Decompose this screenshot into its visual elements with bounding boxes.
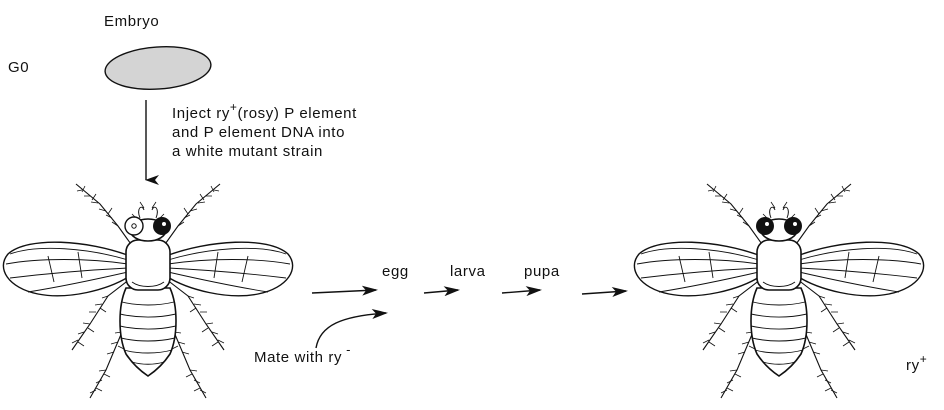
inject-superscript: + bbox=[230, 100, 238, 114]
dark-eye bbox=[153, 217, 171, 235]
inject-text-line3: a white mutant strain bbox=[172, 143, 323, 160]
inject-text-line1: Inject ry+(rosy) P element bbox=[172, 100, 357, 122]
generation-label: G0 bbox=[8, 59, 29, 76]
fly-progeny bbox=[633, 183, 925, 399]
mate-superscript: - bbox=[346, 342, 351, 357]
inject-text-line1-a: Inject ry bbox=[172, 105, 230, 122]
mate-text: Mate with ry- bbox=[254, 342, 351, 366]
fly-g0 bbox=[2, 183, 294, 399]
arrow-pupa-adult bbox=[581, 286, 628, 297]
mate-text-main: Mate with ry bbox=[254, 349, 342, 366]
dark-eye-right bbox=[784, 217, 802, 235]
embryo-shape bbox=[104, 46, 212, 90]
stage-pupa: pupa bbox=[524, 263, 560, 280]
embryo-label: Embryo bbox=[104, 13, 159, 30]
arrow-egg-larva bbox=[423, 286, 460, 297]
arrow-larva-pupa bbox=[501, 286, 542, 297]
mate-arrow bbox=[315, 308, 388, 349]
stage-larva: larva bbox=[450, 263, 486, 280]
stage-egg: egg bbox=[382, 263, 409, 280]
result-label: ry+ bbox=[906, 352, 927, 374]
inject-text-line1-b: (rosy) P element bbox=[238, 105, 358, 122]
result-superscript: + bbox=[920, 352, 928, 366]
arrow-to-egg bbox=[311, 285, 378, 296]
dark-eye-left bbox=[756, 217, 774, 235]
result-text: ry bbox=[906, 357, 920, 374]
inject-text-line2: and P element DNA into bbox=[172, 124, 345, 141]
